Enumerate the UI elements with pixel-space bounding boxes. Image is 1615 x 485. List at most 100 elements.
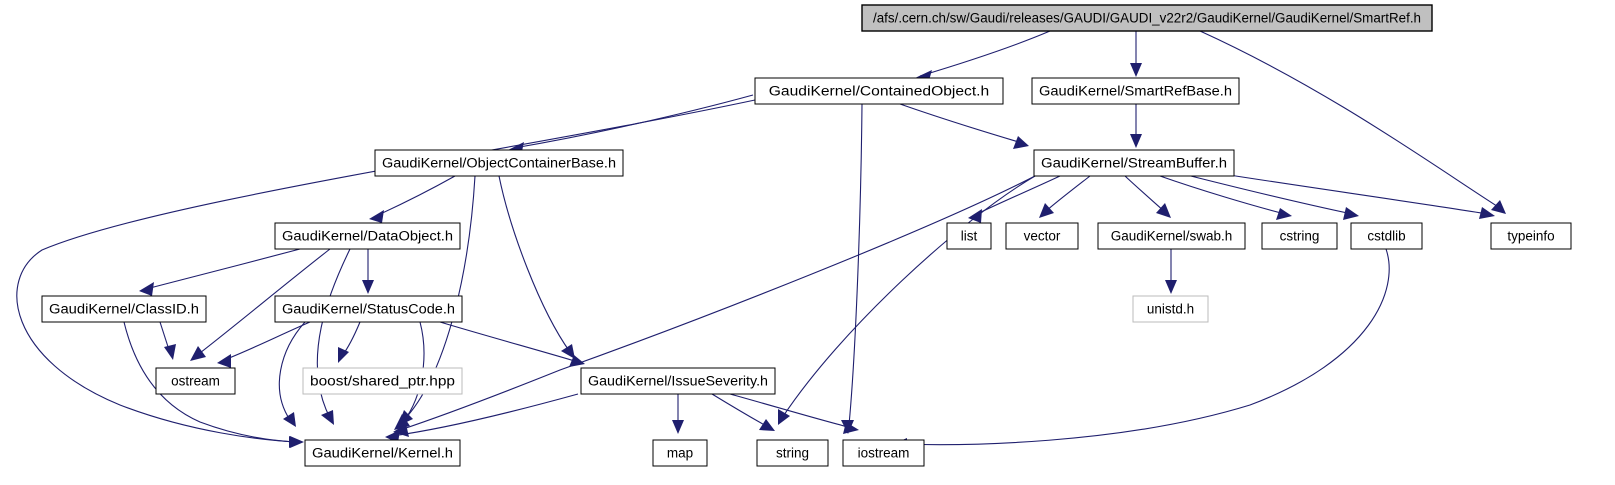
node-label-issueseverity: GaudiKernel/IssueSeverity.h — [588, 374, 768, 389]
node-issueseverity[interactable]: GaudiKernel/IssueSeverity.h — [580, 367, 776, 395]
node-classid[interactable]: GaudiKernel/ClassID.h — [41, 295, 207, 323]
arrowhead-streambuffer-to-vector — [1039, 203, 1054, 218]
node-cstring[interactable]: cstring — [1261, 222, 1338, 250]
edge-streambuffer-to-cstdlib — [1174, 171, 1353, 215]
node-box-statuscode[interactable] — [274, 295, 463, 323]
node-box-list[interactable] — [946, 222, 992, 250]
edge-streambuffer-to-kernel — [399, 175, 1036, 431]
node-label-dataobject: GaudiKernel/DataObject.h — [282, 229, 453, 244]
arrowhead-issueseverity-to-iostream — [843, 422, 859, 434]
arrowhead-statuscode-to-kernel — [283, 412, 296, 427]
arrowhead-issueseverity-to-string — [759, 419, 775, 431]
node-smartref[interactable]: /afs/.cern.ch/sw/Gaudi/releases/GAUDI/GA… — [861, 4, 1433, 32]
node-box-map[interactable] — [652, 439, 708, 467]
edge-contained-to-objcontbase — [513, 94, 754, 149]
node-label-ostream: ostream — [171, 374, 220, 389]
node-label-cstdlib: cstdlib — [1367, 229, 1405, 244]
node-box-kernel[interactable] — [304, 439, 461, 467]
node-box-cstdlib[interactable] — [1350, 222, 1423, 250]
edge-issueseverity-to-iostream — [729, 393, 853, 429]
arrowhead-classid-to-kernel — [290, 436, 304, 448]
arrowhead-dataobject-to-classid — [139, 282, 154, 296]
edge-issueseverity-to-string — [711, 393, 769, 428]
arrowhead-objcontbase-to-dataobject — [369, 210, 384, 223]
node-smartrefbase[interactable]: GaudiKernel/SmartRefBase.h — [1031, 77, 1240, 105]
node-box-contained[interactable] — [754, 77, 1004, 105]
node-objcontbase[interactable]: GaudiKernel/ObjectContainerBase.h — [374, 149, 624, 177]
edge-classid-to-kernel — [123, 321, 298, 443]
node-box-ostream[interactable] — [155, 367, 236, 395]
arrowhead-smartref-to-typeinfo — [1491, 200, 1506, 214]
node-label-string: string — [776, 446, 809, 461]
edge-statuscode-to-kernel — [278, 321, 306, 421]
node-label-classid: GaudiKernel/ClassID.h — [49, 302, 199, 317]
edge-streambuffer-to-swab — [1124, 175, 1166, 213]
node-ostream[interactable]: ostream — [155, 367, 236, 395]
edge-issueseverity-to-kernel — [391, 393, 579, 437]
arrowhead-streambuffer-to-list — [968, 209, 982, 223]
arrowhead-dataobject-to-kernel — [321, 410, 334, 425]
node-contained[interactable]: GaudiKernel/ContainedObject.h — [754, 77, 1004, 105]
node-map[interactable]: map — [652, 439, 708, 467]
node-box-objcontbase[interactable] — [374, 149, 624, 177]
node-kernel[interactable]: GaudiKernel/Kernel.h — [304, 439, 461, 467]
edge-statuscode-to-ostream — [223, 321, 311, 361]
edge-contained-to-streambuffer — [899, 103, 1023, 144]
node-box-typeinfo[interactable] — [1490, 222, 1572, 250]
node-label-map: map — [667, 446, 693, 461]
node-box-vector[interactable] — [1005, 222, 1079, 250]
node-statuscode[interactable]: GaudiKernel/StatusCode.h — [274, 295, 463, 323]
node-box-dataobject[interactable] — [274, 222, 461, 250]
node-box-smartrefbase[interactable] — [1031, 77, 1240, 105]
node-label-statuscode: GaudiKernel/StatusCode.h — [282, 302, 455, 317]
node-box-string[interactable] — [756, 439, 829, 467]
node-label-objcontbase: GaudiKernel/ObjectContainerBase.h — [382, 156, 616, 171]
node-dataobject[interactable]: GaudiKernel/DataObject.h — [274, 222, 461, 250]
node-box-issueseverity[interactable] — [580, 367, 776, 395]
node-label-smartref: /afs/.cern.ch/sw/Gaudi/releases/GAUDI/GA… — [873, 11, 1421, 26]
edge-dataobject-to-ostream — [195, 248, 331, 357]
arrowhead-smartrefbase-to-streambuffer — [1130, 134, 1142, 148]
node-string[interactable]: string — [756, 439, 829, 467]
node-label-iostream: iostream — [858, 446, 910, 461]
arrowhead-dataobject-to-statuscode — [362, 280, 374, 294]
arrowhead-smartref-to-smartrefbase — [1130, 63, 1142, 77]
edge-objcontbase-to-dataobject — [375, 175, 456, 217]
edge-dataobject-to-classid — [145, 248, 301, 290]
node-swab[interactable]: GaudiKernel/swab.h — [1097, 222, 1246, 250]
node-vector[interactable]: vector — [1005, 222, 1079, 250]
node-box-swab[interactable] — [1097, 222, 1246, 250]
edge-dataobject-to-kernel — [316, 248, 351, 419]
node-sharedptr[interactable]: boost/shared_ptr.hpp — [302, 367, 463, 395]
arrowhead-statuscode-to-sharedptr — [338, 347, 349, 363]
node-box-cstring[interactable] — [1261, 222, 1338, 250]
node-streambuffer[interactable]: GaudiKernel/StreamBuffer.h — [1033, 149, 1235, 177]
arrowhead-issueseverity-to-map — [672, 420, 684, 434]
node-label-unistd: unistd.h — [1147, 302, 1194, 317]
node-list[interactable]: list — [946, 222, 992, 250]
nodes-layer: /afs/.cern.ch/sw/Gaudi/releases/GAUDI/GA… — [41, 4, 1572, 467]
node-label-swab: GaudiKernel/swab.h — [1111, 229, 1233, 244]
arrowhead-streambuffer-to-typeinfo — [1479, 207, 1495, 219]
edge-smartref-to-contained — [919, 30, 1051, 77]
arrowhead-streambuffer-to-cstring — [1276, 208, 1292, 220]
node-box-classid[interactable] — [41, 295, 207, 323]
node-label-contained: GaudiKernel/ContainedObject.h — [769, 84, 989, 99]
edge-streambuffer-to-vector — [1044, 175, 1091, 213]
node-box-unistd[interactable] — [1132, 295, 1209, 323]
node-label-vector: vector — [1024, 229, 1061, 244]
node-cstdlib[interactable]: cstdlib — [1350, 222, 1423, 250]
node-box-smartref[interactable] — [861, 4, 1433, 32]
node-iostream[interactable]: iostream — [842, 439, 925, 467]
node-typeinfo[interactable]: typeinfo — [1490, 222, 1572, 250]
arrowhead-statuscode-to-issueseverity — [569, 355, 585, 367]
edge-streambuffer-to-string — [781, 175, 1036, 419]
node-label-list: list — [961, 229, 978, 244]
arrowhead-streambuffer-to-string — [778, 409, 790, 425]
node-box-iostream[interactable] — [842, 439, 925, 467]
node-label-kernel: GaudiKernel/Kernel.h — [312, 446, 453, 461]
node-box-sharedptr[interactable] — [302, 367, 463, 395]
node-box-streambuffer[interactable] — [1033, 149, 1235, 177]
node-unistd[interactable]: unistd.h — [1132, 295, 1209, 323]
